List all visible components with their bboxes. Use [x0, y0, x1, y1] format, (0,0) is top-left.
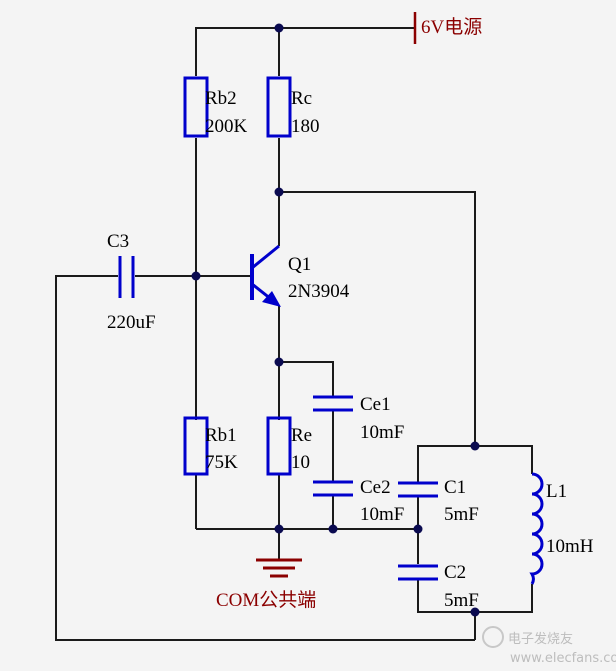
ce2-value: 10mF	[360, 504, 404, 525]
resistor-rb1	[183, 416, 209, 476]
q1-value: 2N3904	[288, 281, 350, 302]
power-label: 6V电源	[421, 16, 482, 38]
c2-value: 5mF	[444, 590, 479, 611]
junction-dot	[274, 357, 284, 367]
junction-dot	[413, 524, 423, 534]
component-labels: Rb2 200K Rc 180 Q1 2N3904 C3 220uF Ce1 1…	[107, 88, 594, 611]
l1-name: L1	[546, 481, 567, 502]
junction-dot	[470, 607, 480, 617]
junction-dot	[274, 187, 284, 197]
ground-symbol	[256, 558, 302, 578]
resistors	[183, 76, 292, 476]
resistor-rb2	[183, 76, 209, 138]
power-rail-wire	[195, 27, 415, 76]
transistor-emitter-arrow	[262, 291, 281, 307]
resistor-re	[266, 416, 292, 476]
ground-label: COM公共端	[216, 589, 316, 611]
re-value: 10	[291, 452, 310, 473]
rb2-name: Rb2	[205, 88, 237, 109]
ce1-name: Ce1	[360, 394, 391, 415]
capacitors	[118, 256, 438, 581]
ce1-top-wire	[279, 361, 334, 396]
c2-name: C2	[444, 562, 466, 583]
rb1-value: 75K	[205, 452, 238, 473]
c1-value: 5mF	[444, 504, 479, 525]
resistor-rc	[266, 76, 292, 138]
transistor-q1	[250, 244, 281, 307]
rb1-name: Rb1	[205, 425, 237, 446]
c3-name: C3	[107, 231, 129, 252]
junction-dot	[274, 23, 284, 33]
transistor-collector-leg	[251, 244, 280, 270]
junction-dot	[274, 524, 284, 534]
junction-dot	[328, 524, 338, 534]
watermark-logo-icon	[482, 626, 504, 648]
junctions	[191, 23, 480, 617]
rc-value: 180	[291, 116, 320, 137]
c1-name: C1	[444, 477, 466, 498]
watermark-main: 电子发烧友	[508, 631, 573, 647]
watermark: 电子发烧友 www.elecfans.com	[482, 626, 616, 666]
q1-name: Q1	[288, 254, 311, 275]
rb2-value: 200K	[205, 116, 248, 137]
c3-value: 220uF	[107, 312, 156, 333]
power-port: 6V电源	[413, 12, 482, 44]
watermark-sub: www.elecfans.com	[510, 651, 616, 666]
tank-top-wire	[417, 445, 533, 482]
re-name: Re	[291, 425, 312, 446]
ce1-value: 10mF	[360, 422, 404, 443]
feedback-wire	[55, 275, 475, 641]
junction-dot	[470, 441, 480, 451]
ce2-name: Ce2	[360, 477, 391, 498]
inductor-l1	[529, 472, 544, 585]
collector-wire	[278, 138, 476, 446]
rc-name: Rc	[291, 88, 312, 109]
l1-value: 10mH	[546, 536, 594, 557]
junction-dot	[191, 271, 201, 281]
